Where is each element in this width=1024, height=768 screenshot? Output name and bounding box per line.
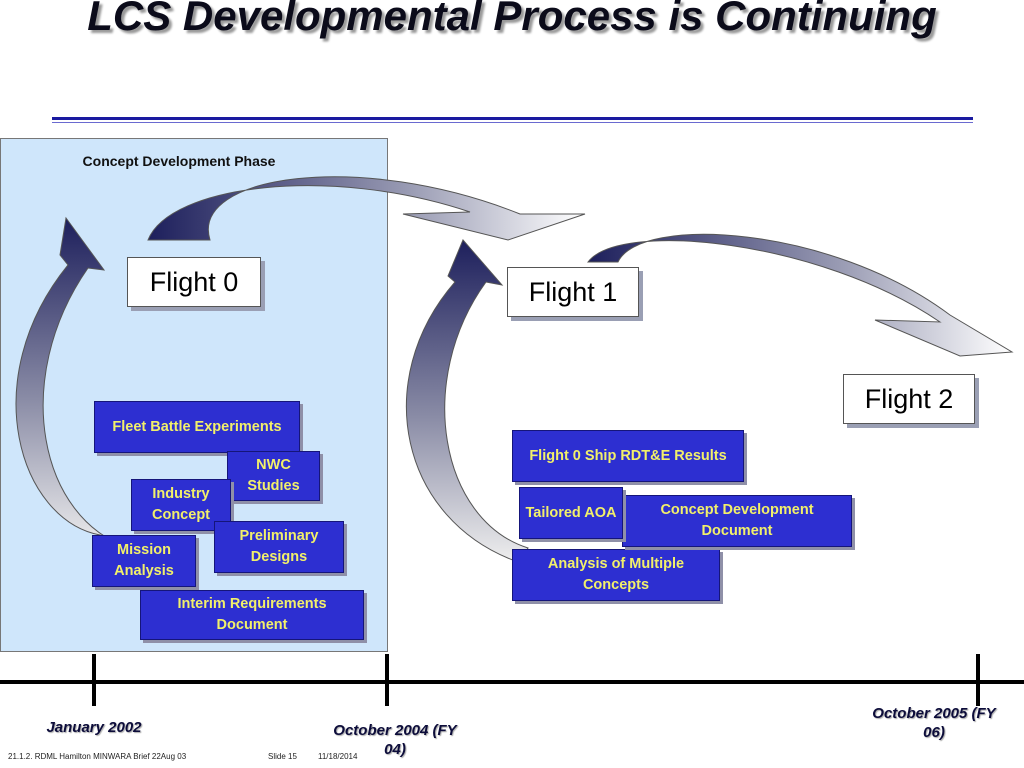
- flight-0-box: Flight 0: [127, 257, 261, 307]
- slide-title: LCS Developmental Process is Continuing: [87, 0, 937, 39]
- footer-date: 11/18/2014: [318, 752, 358, 761]
- flight0-rdte-results-box: Flight 0 Ship RDT&E Results: [512, 430, 744, 482]
- timeline-tick-oct2005: [976, 654, 980, 706]
- flight-1-box: Flight 1: [507, 267, 639, 317]
- phase-to-flight1-arrow: [147, 176, 586, 241]
- nwc-studies-box: NWC Studies: [227, 451, 320, 501]
- tailored-aoa-box: Tailored AOA: [519, 487, 623, 539]
- mission-analysis-box: Mission Analysis: [92, 535, 196, 587]
- flight-2-box: Flight 2: [843, 374, 975, 424]
- footer-brief: 21.1.2. RDML Hamilton MINWARA Brief 22Au…: [8, 752, 187, 761]
- date-january-2002: January 2002: [46, 719, 142, 736]
- title-rule-thin: [52, 122, 973, 123]
- flight1-to-flight2-arrow: [586, 233, 1014, 357]
- timeline-tick-oct2004: [385, 654, 389, 706]
- analysis-multiple-concepts-box: Analysis of Multiple Concepts: [512, 549, 720, 601]
- date-october-2004: October 2004 (FY 04): [333, 722, 457, 758]
- phase-label: Concept Development Phase: [82, 153, 276, 169]
- flight1-loop-arrow: [405, 239, 529, 563]
- timeline-axis: [0, 680, 1024, 684]
- industry-concept-box: Industry Concept: [131, 479, 231, 531]
- date-october-2005: October 2005 (FY 06): [872, 705, 996, 741]
- title-rule: [52, 117, 973, 120]
- phase-loop-arrow: [15, 216, 131, 549]
- concept-development-document-box: Concept Development Document: [622, 495, 852, 547]
- interim-requirements-box: Interim Requirements Document: [140, 590, 364, 640]
- preliminary-designs-box: Preliminary Designs: [214, 521, 344, 573]
- footer-slide-number: Slide 15: [268, 752, 297, 761]
- fleet-battle-experiments-box: Fleet Battle Experiments: [94, 401, 300, 453]
- timeline-tick-jan2002: [92, 654, 96, 706]
